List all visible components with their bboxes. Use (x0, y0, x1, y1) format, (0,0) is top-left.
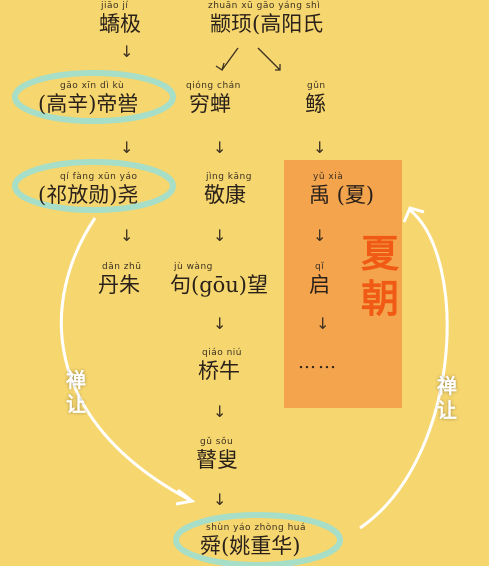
arrow-down-11: ↓ (213, 490, 227, 509)
arrow-down-9: ↓ (316, 314, 330, 333)
pinyin-shun: shùn yáo zhòng huá (206, 523, 307, 533)
pinyin-qifangxun: qí fàng xūn yáo (60, 172, 138, 182)
arrow-down-2: ↓ (120, 138, 134, 157)
node-jiaoji: 蟜极 (99, 12, 141, 36)
pinyin-danzhu: dān zhū (102, 262, 142, 272)
pinyin-gaoxin: gāo xīn dì kù (60, 81, 125, 91)
arrow-down-8: ↓ (213, 314, 227, 333)
ellipsis: …… (298, 352, 338, 373)
node-qiongchan: 穷蝉 (189, 92, 231, 116)
pinyin-qi: qǐ (315, 262, 325, 272)
shanrang-left-char-1: 禅 (66, 368, 86, 392)
pinyin-jingkang: jìng kāng (206, 172, 252, 182)
node-qifangxun: (祁放勋)尧 (38, 183, 139, 207)
node-qiaoniu: 桥牛 (198, 359, 240, 383)
pinyin-qiaoniu: qiáo niú (202, 348, 243, 358)
arrow-down-1: ↓ (120, 42, 134, 61)
node-shun: 舜(姚重华) (200, 534, 301, 558)
shanrang-curve-left (59, 217, 191, 502)
pinyin-zhuanxu: zhuān xū gāo yáng shì (208, 1, 321, 11)
node-jingkang: 敬康 (204, 183, 246, 207)
shanrang-curve-right (359, 208, 449, 530)
pinyin-jiaoji: jiāo jí (101, 1, 129, 11)
highlight-ring-gaoxin (12, 70, 176, 124)
highlight-ring-yao (12, 159, 176, 213)
pinyin-qiongchan: qióng chán (186, 81, 241, 91)
shanrang-right-char-2: 让 (437, 398, 457, 422)
arrow-down-4: ↓ (313, 138, 327, 157)
pinyin-gun: gǔn (307, 81, 326, 91)
arrow-zhuanxu-qiongchan (221, 47, 239, 71)
shanrang-left-char-2: 让 (66, 392, 86, 416)
xia-label-char-2: 朝 (361, 277, 400, 321)
pinyin-juwang: jù wàng (174, 262, 213, 272)
arrow-down-5: ↓ (120, 226, 134, 245)
node-qi: 启 (309, 273, 330, 297)
node-gun: 鲧 (305, 92, 326, 116)
arrow-down-10: ↓ (213, 402, 227, 421)
arrow-down-6: ↓ (213, 226, 227, 245)
arrowhead-right (275, 64, 281, 71)
arrowhead-left (215, 62, 225, 72)
node-juwang: 句(gōu)望 (170, 273, 268, 297)
pinyin-gusou: gǔ sǒu (200, 437, 234, 447)
pinyin-yu: yǔ xià (313, 172, 344, 182)
xia-label-char-1: 夏 (361, 232, 400, 276)
xia-dynasty-box (284, 160, 402, 408)
arrow-down-7: ↓ (313, 226, 327, 245)
arrow-zhuanxu-gun (257, 47, 281, 71)
node-yu: 禹 (夏) (309, 183, 375, 207)
arrow-down-3: ↓ (213, 138, 227, 157)
shanrang-arrowhead-left (175, 488, 196, 506)
node-gusou: 瞽叟 (196, 448, 238, 472)
shanrang-arrowhead-right (402, 206, 425, 223)
shanrang-right-char-1: 禅 (437, 374, 457, 398)
node-danzhu: 丹朱 (98, 273, 140, 297)
highlight-ring-shun (173, 512, 343, 566)
node-zhuanxu: 颛顼(高阳氏 (210, 12, 324, 36)
node-gaoxin: (高辛)帝喾 (38, 92, 139, 116)
